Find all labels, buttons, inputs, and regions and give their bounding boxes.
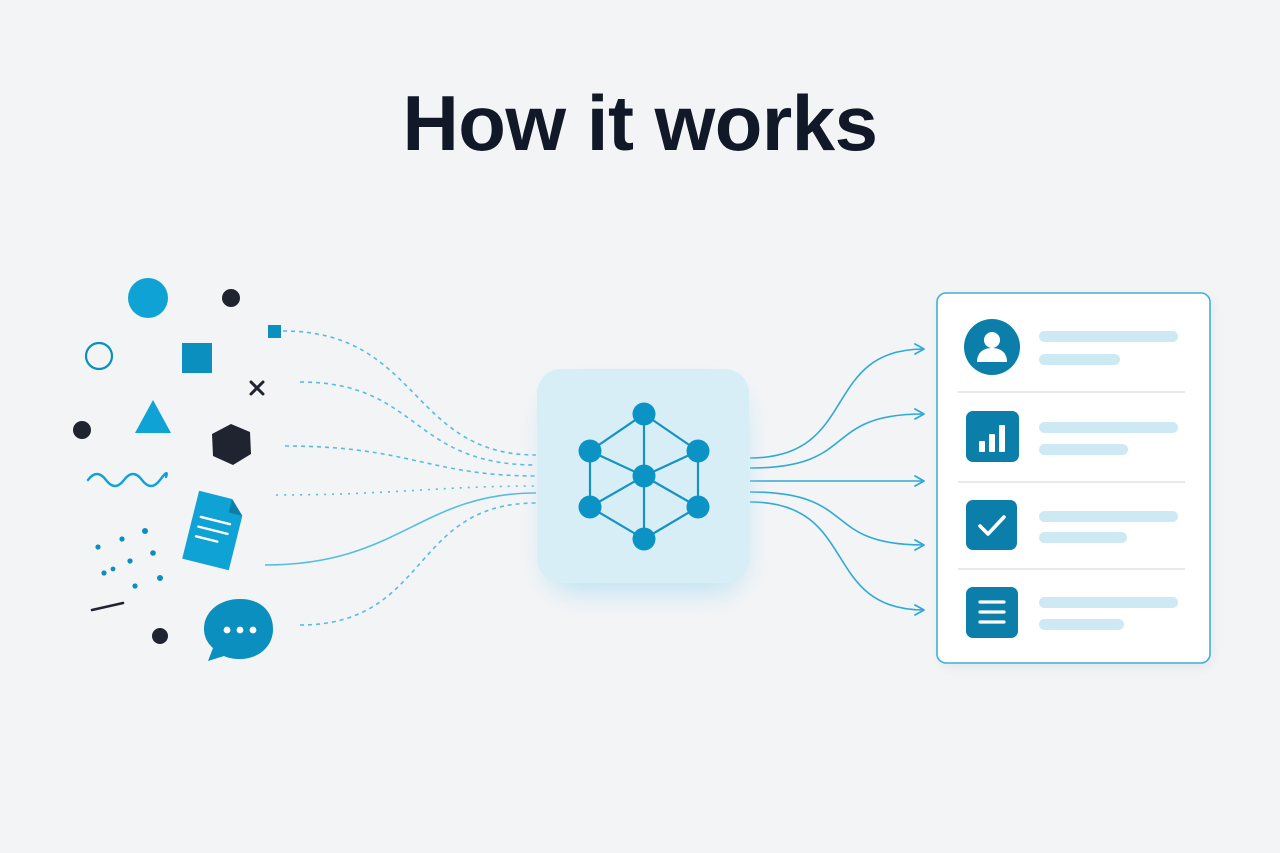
input-flow-lines xyxy=(264,330,537,626)
input-line xyxy=(299,502,537,626)
text-placeholder-bar xyxy=(1039,619,1124,630)
input-line xyxy=(282,330,537,456)
output-row-user xyxy=(964,319,1178,375)
text-placeholder-bar xyxy=(1039,511,1178,522)
circle-filled-icon xyxy=(128,278,168,318)
output-arrow xyxy=(749,501,925,616)
text-placeholder-bar xyxy=(1039,532,1127,543)
speech-bubble-icon xyxy=(204,599,273,661)
output-row-check xyxy=(966,500,1178,550)
cross-icon xyxy=(249,380,265,396)
processing-hub xyxy=(537,369,749,590)
output-row-chart xyxy=(966,411,1178,462)
circle-outline-icon xyxy=(84,341,114,371)
dash-line-icon xyxy=(90,601,125,612)
output-arrow xyxy=(749,408,925,469)
page-title: How it works xyxy=(402,79,878,167)
scattered-dots-icon xyxy=(95,528,163,589)
wave-icon xyxy=(86,472,168,488)
input-line xyxy=(299,381,537,466)
text-placeholder-bar xyxy=(1039,331,1178,342)
checkmark-icon xyxy=(966,500,1017,550)
dot-icon xyxy=(222,289,240,307)
output-row-list xyxy=(966,587,1178,638)
output-arrow xyxy=(749,343,925,459)
document-icon xyxy=(182,490,243,571)
input-line xyxy=(284,445,537,477)
text-placeholder-bar xyxy=(1039,354,1120,365)
text-placeholder-bar xyxy=(1039,422,1178,433)
dot-icon xyxy=(73,421,91,439)
input-line xyxy=(275,485,537,496)
output-flow-lines xyxy=(749,343,925,616)
input-shapes xyxy=(73,278,281,661)
dot-icon xyxy=(152,628,168,644)
text-placeholder-bar xyxy=(1039,597,1178,608)
text-placeholder-bar xyxy=(1039,444,1128,455)
network-graph-icon xyxy=(578,402,710,551)
triangle-icon xyxy=(135,400,171,433)
output-arrow xyxy=(749,491,925,551)
input-line xyxy=(264,492,537,566)
output-panel xyxy=(936,292,1212,667)
square-icon xyxy=(182,343,212,373)
hexagon-icon xyxy=(212,424,251,465)
small-square-icon xyxy=(268,325,281,338)
